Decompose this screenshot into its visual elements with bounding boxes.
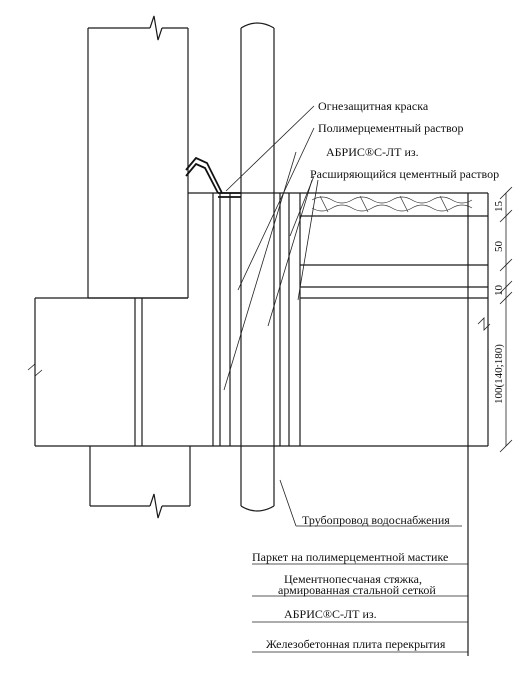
lower-wall <box>89 446 191 519</box>
water-pipe <box>240 22 275 512</box>
dim-15: 15 <box>493 201 505 213</box>
label-abris-bottom: АБРИС®С-ЛТ из. <box>284 607 377 621</box>
dim-50: 50 <box>493 241 505 253</box>
leader-lines <box>223 105 468 653</box>
floor-slab <box>27 297 188 447</box>
sleeve-lines <box>212 193 301 446</box>
upper-wall <box>87 15 189 299</box>
label-screed-line1: Цементнопесчаная стяжка, <box>284 572 422 586</box>
dim-100: 100(140;180) <box>493 344 505 404</box>
label-slab: Железобетонная плита перекрытия <box>266 637 446 651</box>
floor-layers <box>188 192 491 656</box>
label-pipe: Трубопровод водоснабжения <box>302 513 450 527</box>
label-polymer-mortar: Полимерцементный раствор <box>318 121 464 135</box>
label-fire-paint: Огнезащитная краска <box>318 99 429 113</box>
label-screed-line2: армированная стальной сеткой <box>278 583 436 597</box>
dim-10: 10 <box>493 285 505 297</box>
dimension-chain <box>499 186 513 453</box>
parquet-hatch <box>311 195 473 213</box>
label-parquet: Паркет на полимерцементной мастике <box>252 550 448 564</box>
label-abris-top: АБРИС®С-ЛТ из. <box>326 145 419 159</box>
fire-paint-profile <box>185 156 241 198</box>
label-expanding-mortar: Расширяющийся цементный раствор <box>310 167 499 181</box>
